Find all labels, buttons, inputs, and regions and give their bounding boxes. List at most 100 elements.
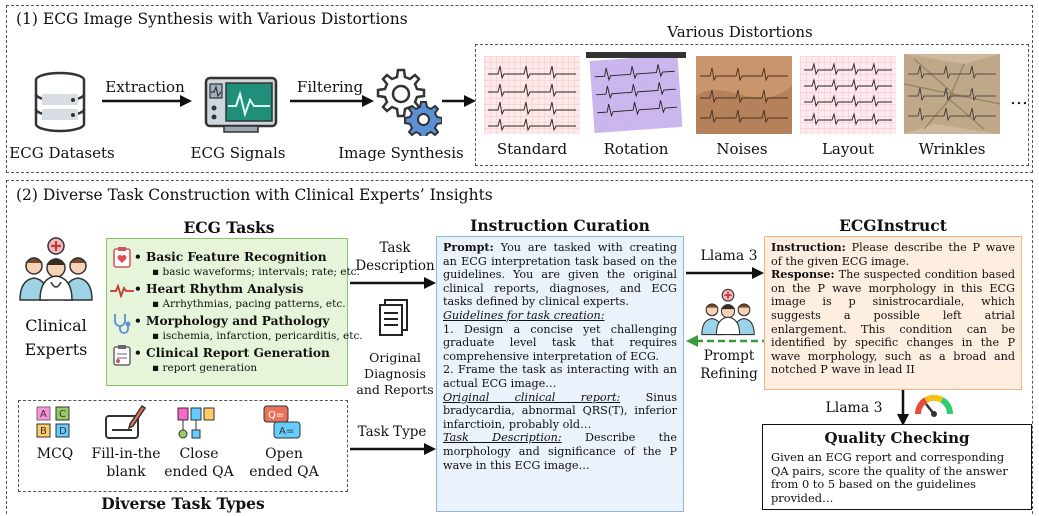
- experts-label-2: Experts: [24, 340, 88, 359]
- distortion-label-rotation: Rotation: [603, 140, 669, 158]
- task-type-close-1: Close: [179, 446, 219, 462]
- svg-text:A: A: [40, 409, 47, 420]
- ecginstruct-box: Instruction: Please describe the P wave …: [764, 236, 1022, 390]
- svg-text:A=: A=: [279, 426, 294, 437]
- stethoscope-icon: [114, 314, 131, 334]
- instruction-line: Instruction: Please describe the P wave …: [771, 240, 1015, 268]
- task-4-head-text: Clinical Report Generation: [146, 346, 330, 360]
- thumbnail-noises: [696, 56, 792, 134]
- experts-label-1: Clinical: [25, 316, 87, 335]
- section-2-panel: [6, 180, 1033, 514]
- signals-label: ECG Signals: [190, 144, 286, 162]
- curation-desc: Task Description: Describe the morpholog…: [443, 431, 677, 472]
- task-4-head: • Clinical Report Generation: [134, 346, 330, 360]
- arrow-filtering: [290, 95, 374, 107]
- thumbnail-rotation: [586, 52, 686, 133]
- svg-text:D: D: [59, 426, 67, 437]
- original-label-1: Original: [369, 350, 421, 365]
- task-3-head-text: Morphology and Pathology: [146, 314, 330, 328]
- task-3-sub-text: ischemia, infarction, pericarditis, etc.: [162, 330, 363, 342]
- arrow-task-type: [350, 443, 436, 455]
- task-types-title: Diverse Task Types: [101, 494, 265, 513]
- prompt-text: You are tasked with creating an ECG inte…: [443, 241, 677, 309]
- instruction-text: Please describe the P wave of the given …: [771, 241, 1015, 268]
- arrow-llama-2: [897, 390, 909, 426]
- ecginstruct-title: ECGInstruct: [839, 216, 947, 235]
- document-icon: [379, 299, 408, 336]
- fill-blank-icon: [105, 404, 146, 439]
- llama-label-1: Llama 3: [700, 248, 758, 264]
- prompt-refining-2: Refining: [700, 366, 758, 382]
- original-label-2: Diagnosis: [364, 366, 426, 381]
- section-2-title: (2) Diverse Task Construction with Clini…: [16, 186, 493, 204]
- task-4-sub-text: report generation: [162, 362, 258, 374]
- guideline-1: 1. Design a concise yet challenging grad…: [443, 322, 677, 363]
- task-type-label: Task Type: [357, 424, 427, 440]
- svg-text:C: C: [59, 409, 66, 420]
- guideline-2: 2. Frame the task as interacting with an…: [443, 363, 677, 390]
- gauge-icon: [914, 394, 954, 417]
- guidelines-label: Guidelines for task creation:: [443, 308, 605, 322]
- open-ended-icon: Q=A=: [263, 405, 301, 439]
- ecg-tasks-box: [106, 238, 348, 386]
- task-description-label-1: Task: [379, 240, 411, 256]
- desc-text: Describe the morphology and significance…: [443, 431, 677, 472]
- task-1-sub: ▪ basic waveforms; intervals; rate; etc.: [152, 266, 360, 278]
- response-label: Response:: [771, 267, 835, 282]
- arrow-prompt-refining: [686, 335, 764, 347]
- close-ended-icon: [177, 407, 215, 439]
- report-label: Original clinical report:: [443, 390, 621, 404]
- heartbeat-icon: [110, 284, 134, 298]
- quality-box: Quality Checking Given an ECG report and…: [762, 424, 1032, 510]
- response-line: Response: The suspected condition based …: [771, 267, 1015, 377]
- quality-title: Quality Checking: [824, 429, 970, 447]
- section-1-panel: [6, 5, 1033, 173]
- distortions-title: Various Distortions: [667, 23, 813, 41]
- curation-prompt: Prompt: You are tasked with creating an …: [443, 240, 677, 309]
- arrow-to-distortions: [442, 95, 476, 107]
- datasets-label: ECG Datasets: [9, 144, 115, 162]
- task-types-box: [18, 400, 348, 492]
- filtering-label: Filtering: [296, 78, 364, 96]
- distortions-ellipsis: …: [1010, 88, 1028, 109]
- thumbnail-wrinkles: [904, 54, 1000, 134]
- thumbnail-standard: [484, 56, 580, 134]
- task-type-open-1: Open: [265, 446, 303, 462]
- prompt-label: Prompt:: [443, 240, 494, 254]
- distortion-label-wrinkles: Wrinkles: [918, 140, 986, 158]
- task-4-sub: ▪ report generation: [152, 362, 258, 374]
- task-2-sub: ▪ Arrhythmias, pacing patterns, etc.: [152, 298, 346, 310]
- llama-label-2: Llama 3: [825, 400, 883, 416]
- task-1-sub-text: basic waveforms; intervals; rate; etc.: [162, 266, 360, 278]
- report-icon: [113, 345, 131, 366]
- task-1-head-text: Basic Feature Recognition: [146, 250, 327, 264]
- arrow-extraction: [102, 95, 192, 107]
- report-text: Sinus bradycardia, abnormal QRS(T), infe…: [443, 390, 677, 431]
- database-icon: [34, 71, 86, 133]
- distortion-label-standard: Standard: [496, 140, 568, 158]
- task-3-head: • Morphology and Pathology: [134, 314, 330, 328]
- task-2-head-text: Heart Rhythm Analysis: [146, 282, 304, 296]
- thumbnail-layout: [800, 56, 896, 134]
- original-label-3: and Reports: [356, 382, 434, 397]
- instruction-label: Instruction:: [771, 240, 846, 254]
- clinical-experts-icon: [19, 237, 93, 301]
- arrow-llama-1: [686, 267, 764, 279]
- section-1-title: (1) ECG Image Synthesis with Various Dis…: [16, 10, 408, 28]
- distortion-label-noises: Noises: [716, 140, 768, 158]
- extraction-label: Extraction: [105, 78, 185, 96]
- task-type-mcq: MCQ: [36, 446, 74, 462]
- svg-text:B: B: [40, 426, 47, 437]
- task-type-close-2: ended QA: [164, 464, 234, 480]
- prompt-refining-1: Prompt: [703, 348, 755, 364]
- arrow-task-description: [350, 277, 436, 289]
- task-1-head: • Basic Feature Recognition: [134, 250, 327, 264]
- quality-text: Given an ECG report and corresponding QA…: [771, 450, 1008, 505]
- curation-report: Original clinical report: Sinus bradycar…: [443, 391, 677, 432]
- curation-title: Instruction Curation: [470, 216, 650, 235]
- desc-label: Task Description:: [443, 431, 562, 445]
- synthesis-label: Image Synthesis: [338, 144, 464, 162]
- task-description-label-2: Description: [355, 258, 435, 274]
- ecg-tasks-title: ECG Tasks: [183, 218, 275, 237]
- distortion-label-layout: Layout: [821, 140, 875, 158]
